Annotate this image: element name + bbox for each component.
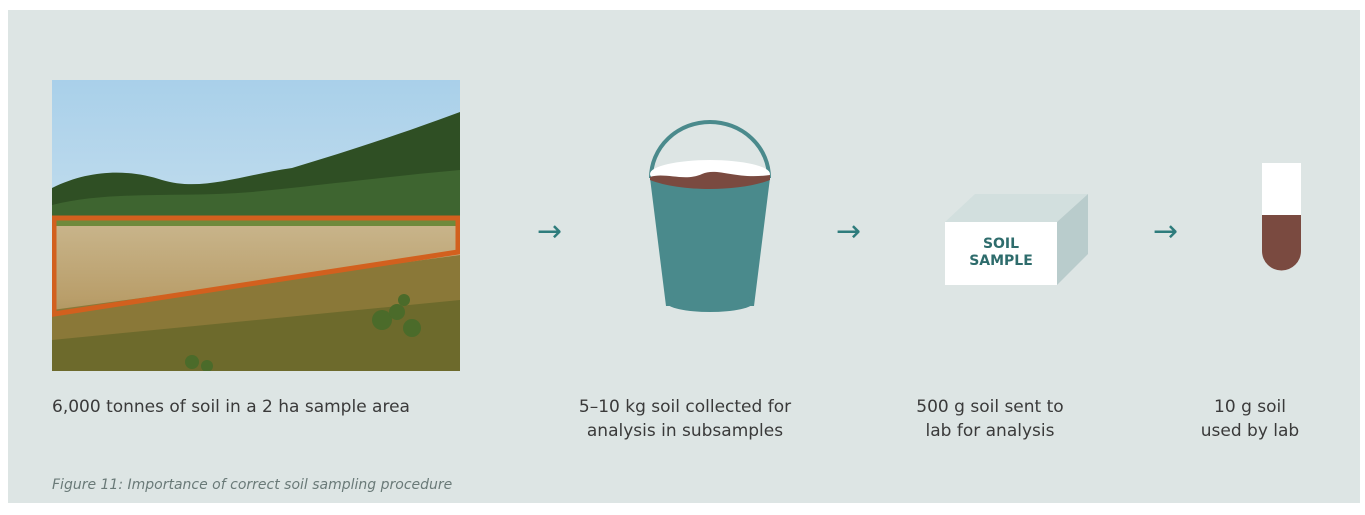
step-caption-sample: 500 g soil sent to lab for analysis xyxy=(916,397,1064,441)
sample-box-icon xyxy=(945,192,1090,291)
step-caption-tube: 10 g soil used by lab xyxy=(1200,397,1300,441)
box-label-line1: SOIL xyxy=(982,236,1020,252)
bucket-icon xyxy=(640,120,780,319)
box-label-line2: SAMPLE xyxy=(969,253,1033,269)
arrow-right-icon: → xyxy=(836,214,862,249)
step-caption-field: 6,000 tonnes of soil in a 2 ha sample ar… xyxy=(52,397,410,417)
step-caption-bucket: 5–10 kg soil collected for analysis in s… xyxy=(578,397,792,441)
figure-caption: Figure 11: Importance of correct soil sa… xyxy=(52,477,453,493)
test-tube-icon xyxy=(1261,163,1302,277)
field-photo xyxy=(52,80,460,371)
arrow-right-icon: → xyxy=(537,214,563,249)
arrow-right-icon: → xyxy=(1153,214,1179,249)
